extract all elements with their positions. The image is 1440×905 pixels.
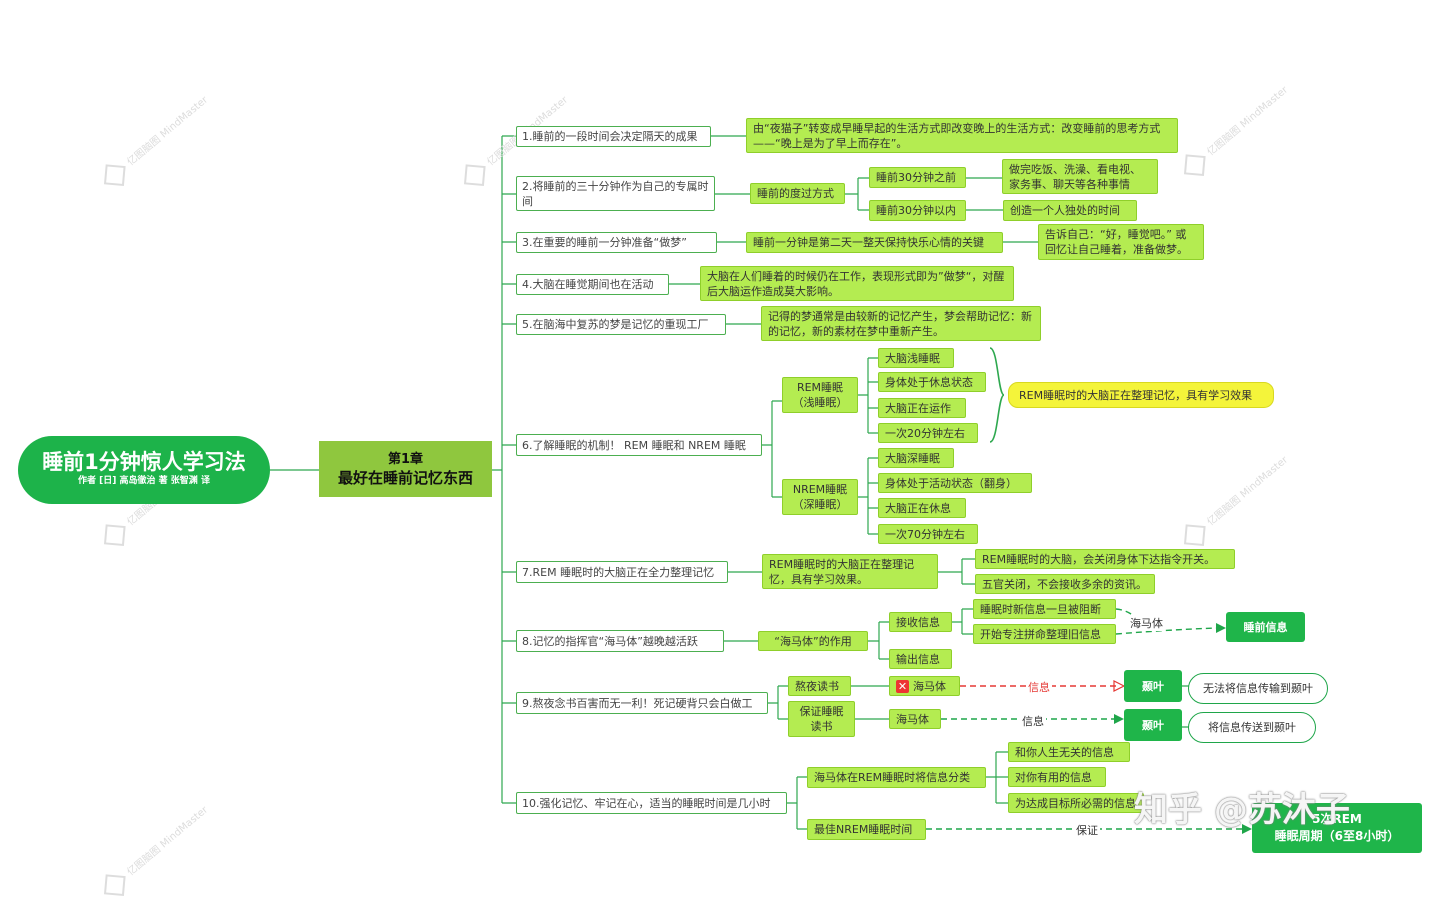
nrem-item-2[interactable]: 身体处于活动状态（翻身） [878,473,1032,493]
s8-r2[interactable]: 开始专注拼命整理旧信息 [973,624,1116,644]
nrem-item-1[interactable]: 大脑深睡眠 [878,448,954,468]
section-2[interactable]: 2.将睡前的三十分钟作为自己的专属时间 [516,176,715,211]
s4-note[interactable]: 大脑在人们睡着的时候仍在工作，表现形式即为”做梦“，对醒后大脑运作造成莫大影响。 [700,266,1014,301]
s9-ok[interactable]: 将信息传送到颞叶 [1188,712,1316,743]
section-9[interactable]: 9.熬夜念书百害而无一利！死记硬背只会白做工 [516,692,768,714]
s8-output[interactable]: 输出信息 [889,649,952,669]
section-6[interactable]: 6.了解睡眠的机制！ REM 睡眠和 NREM 睡眠 [516,434,762,456]
s9-lobe-2[interactable]: 颞叶 [1124,709,1182,741]
rem-item-2[interactable]: 身体处于休息状态 [878,372,986,392]
s2-before[interactable]: 睡前30分钟之前 [869,167,966,188]
root-subtitle: 作者 [日] 高岛徹治 著 张智渊 译 [78,476,210,486]
section-8[interactable]: 8.记忆的指挥官“海马体”越晚越活跃 [516,630,724,652]
s3-note[interactable]: 睡前一分钟是第二天一整天保持快乐心情的关键 [746,232,1003,253]
s9-info-label-2: 信息 [1020,713,1046,729]
s2-hub[interactable]: 睡前的度过方式 [750,183,845,204]
s8-r1[interactable]: 睡眠时新信息一旦被阻断 [973,599,1116,619]
section-5[interactable]: 5.在脑海中复苏的梦是记忆的重现工厂 [516,314,726,335]
root-title: 睡前1分钟惊人学习法 [42,450,246,474]
zhihu-watermark: 知乎 @苏沐子 [1134,790,1350,830]
cross-icon: ✕ [896,679,909,693]
connector-lines [270,135,1252,834]
section-7[interactable]: 7.REM 睡眠时的大脑正在全力整理记忆 [516,561,728,583]
s9-a[interactable]: 熬夜读书 [788,676,851,696]
s9-b[interactable]: 保证睡眠读书 [788,701,855,737]
section-3[interactable]: 3.在重要的睡前一分钟准备“做梦” [516,232,717,253]
s10-hub-1[interactable]: 海马体在REM睡眠时将信息分类 [807,767,986,788]
s10-result[interactable]: 5次REM 睡眠周期（6至8小时） [1252,803,1422,853]
s9-hippo-good[interactable]: 海马体 [889,709,941,729]
s3-note2[interactable]: 告诉自己：“好，睡觉吧。” 或回忆让自己睡着，准备做梦。 [1038,224,1204,260]
s10-result-line-1: 5次REM [1312,812,1362,826]
s7-note[interactable]: REM睡眠时的大脑正在整理记忆，具有学习效果。 [762,554,938,589]
mindmap-canvas: 亿图脑图 MindMaster 亿图脑图 MindMaster 亿图脑图 Min… [18,85,1422,897]
rem-item-3[interactable]: 大脑正在运作 [878,398,966,418]
s10-result-line-2: 睡眠周期（6至8小时） [1274,829,1400,843]
s2-within-note[interactable]: 创造一个人独处的时间 [1003,200,1137,221]
s7-sub-1[interactable]: REM睡眠时的大脑，会关闭身体下达指令开关。 [975,549,1235,569]
s10-guarantee-label: 保证 [1074,822,1100,838]
s10-hub-2[interactable]: 最佳NREM睡眠时间 [807,819,926,840]
chapter-title: 最好在睡前记忆东西 [337,469,473,487]
section-1[interactable]: 1.睡前的一段时间会决定隔天的成果 [516,126,711,147]
nrem-item-3[interactable]: 大脑正在休息 [878,498,966,518]
s9-fail[interactable]: 无法将信息传输到颞叶 [1188,673,1328,704]
s2-before-note[interactable]: 做完吃饭、洗澡、看电视、家务事、聊天等各种事情 [1002,159,1158,194]
s2-within[interactable]: 睡前30分钟以内 [869,200,966,221]
s9-lobe-1[interactable]: 颞叶 [1124,670,1182,702]
s10-item-2[interactable]: 对你有用的信息 [1008,767,1106,787]
s8-receive[interactable]: 接收信息 [889,612,952,632]
s8-flow-label: 海马体 [1128,615,1165,631]
rem-item-4[interactable]: 一次20分钟左右 [878,423,978,443]
s8-target[interactable]: 睡前信息 [1226,612,1305,642]
root-topic[interactable]: 睡前1分钟惊人学习法 作者 [日] 高岛徹治 著 张智渊 译 [18,436,270,504]
section-10[interactable]: 10.强化记忆、牢记在心，适当的睡眠时间是几小时 [516,792,787,814]
nrem-item-4[interactable]: 一次70分钟左右 [878,524,978,544]
s10-item-1[interactable]: 和你人生无关的信息 [1008,742,1130,762]
rem-item-1[interactable]: 大脑浅睡眠 [878,348,954,368]
rem-summary[interactable]: REM睡眠时的大脑正在整理记忆，具有学习效果 [1008,382,1274,408]
s10-item-3[interactable]: 为达成目标所必需的信息 [1008,793,1144,813]
rem-node[interactable]: REM睡眠（浅睡眠） [782,377,858,413]
chapter-topic[interactable]: 第1章 最好在睡前记忆东西 [319,441,492,497]
s9-info-label: 信息 [1026,679,1052,695]
section-4[interactable]: 4.大脑在睡觉期间也在活动 [516,274,669,295]
s9-hippo-bad[interactable]: ✕ 海马体 [889,676,960,696]
s7-sub-2[interactable]: 五官关闭，不会接收多余的资讯。 [975,574,1155,594]
s8-hub[interactable]: “海马体”的作用 [758,631,868,651]
s9-hippo-bad-label: 海马体 [913,679,946,693]
nrem-node[interactable]: NREM睡眠（深睡眠） [782,479,858,515]
s1-note[interactable]: 由“夜猫子”转变成早睡早起的生活方式即改变晚上的生活方式：改变睡前的思考方式——… [746,118,1178,153]
s5-note[interactable]: 记得的梦通常是由较新的记忆产生，梦会帮助记忆：新的记忆，新的素材在梦中重新产生。 [761,306,1041,341]
chapter-number: 第1章 [387,452,424,467]
